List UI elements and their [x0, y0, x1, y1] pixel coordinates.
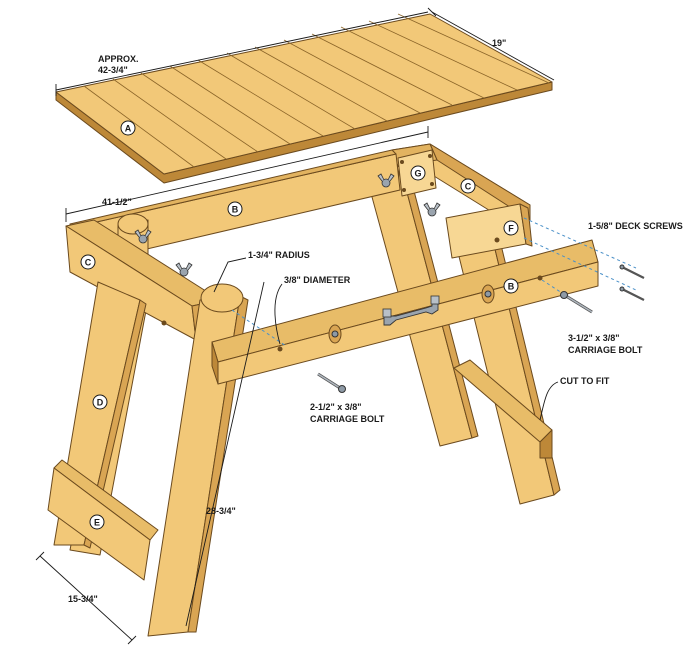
wing-nut-icon-3: [134, 229, 152, 244]
dim-top-length-2: 42-3/4": [98, 65, 128, 75]
dim-leg-height: 28-3/4": [206, 506, 236, 516]
dim-top-width: 19": [492, 38, 506, 48]
part-c-right-label-group: C: [460, 178, 476, 194]
tabletop-slat-lines: [83, 13, 550, 168]
dim-diameter: 3/8" DIAMETER: [284, 275, 351, 285]
part-label-g: G: [414, 169, 421, 179]
wing-nut-icon-4: [175, 262, 193, 277]
dimension-lines: [35, 7, 559, 645]
dim-cut-to-fit: CUT TO FIT: [560, 376, 610, 386]
dim-bolt-short-1: 2-1/2" x 3/8": [310, 402, 362, 412]
dim-radius: 1-3/4" RADIUS: [248, 250, 310, 260]
part-label-f: F: [508, 224, 514, 234]
bolt-recess-2: [481, 284, 495, 304]
part-label-c-right: C: [465, 182, 472, 192]
deck-screw-icon: [619, 264, 645, 301]
dim-bolt-long-2: CARRIAGE BOLT: [568, 345, 643, 355]
assembly-lines: [231, 217, 637, 347]
part-label-c-left: C: [85, 258, 92, 268]
dim-bolt-long-1: 3-1/2" x 3/8": [568, 333, 620, 343]
rail-b-top: B: [69, 149, 401, 267]
block-f: F: [445, 203, 533, 259]
part-label-e: E: [94, 518, 100, 528]
dim-frame-length: 41-1/2": [102, 197, 132, 207]
part-label-d: D: [97, 398, 104, 408]
dim-bolt-short-2: CARRIAGE BOLT: [310, 414, 385, 424]
rail-b-front: B: [211, 239, 599, 385]
part-a-label-group: A: [120, 120, 136, 136]
carriage-bolt-icon-short: [317, 372, 346, 393]
tabletop-surface: [55, 13, 553, 175]
dim-deck-screws: 1-5/8" DECK SCREWS: [588, 221, 683, 231]
dim-top-length-1: APPROX.: [98, 54, 139, 64]
part-label-a: A: [125, 124, 132, 134]
bolt-recess-1: [328, 324, 342, 344]
carriage-bolt-icon-long: [560, 291, 593, 314]
stretcher-e: E: [47, 459, 159, 581]
wing-nut-icon: [377, 173, 395, 188]
dim-base-width: 15-3/4": [68, 594, 98, 604]
wing-nut-icon-2: [423, 202, 441, 217]
block-g: G: [397, 149, 437, 197]
cut-to-fit-brace: [453, 359, 553, 459]
part-label-b-top: B: [232, 205, 239, 215]
part-label-b-side: B: [508, 282, 515, 292]
tabletop-panel: [55, 13, 553, 184]
handle-icon: [382, 295, 440, 326]
